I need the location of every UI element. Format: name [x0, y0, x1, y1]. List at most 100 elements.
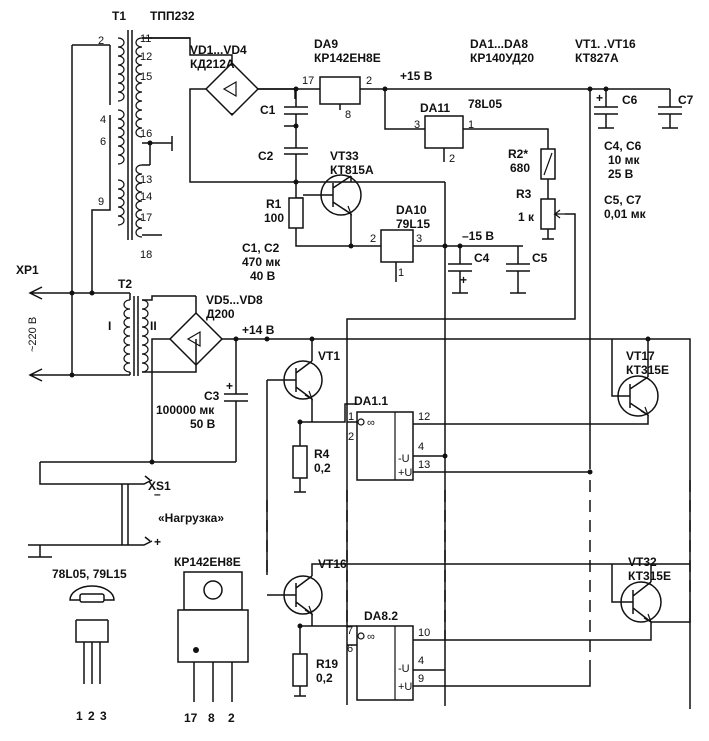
- capacitor-c3: + C3 100000 мк 50 В: [156, 339, 248, 462]
- pkg1-pin-1: 1: [76, 709, 83, 723]
- c46-note-2: 10 мк: [608, 153, 641, 167]
- c3-voltage: 50 В: [190, 417, 216, 431]
- vt1-16-label: VT1. .VT16: [575, 37, 636, 51]
- xp1-label: XP1: [16, 263, 39, 277]
- pkg1-pin-3: 3: [100, 709, 107, 723]
- bridge1-type: КД212А: [190, 57, 235, 71]
- c4-label: C4: [474, 251, 490, 265]
- resistor-r1: R1 100: [264, 197, 304, 229]
- plus14-label: +14 В: [242, 323, 275, 337]
- da9-pin-17: 17: [302, 75, 314, 87]
- r2-value: 680: [510, 161, 530, 175]
- bridge2-type: Д200: [206, 307, 235, 321]
- t1-pin-18: 18: [140, 249, 152, 261]
- resistor-r19: R19 0,2: [292, 653, 338, 687]
- da1-1-plus: +U: [398, 467, 412, 479]
- bridge-vd1-vd4: VD1...VD4 КД212А: [190, 43, 260, 117]
- opamp-da1-1: DA1.1 ∞ 1 2 12 4 13 -U +U: [348, 394, 430, 481]
- t1-pin-9: 9: [98, 196, 104, 208]
- pkg2-pin-2: 2: [228, 711, 235, 725]
- t2-label: T2: [118, 277, 132, 291]
- da8-2-pin-7: 7: [347, 625, 353, 637]
- capacitor-c2: C2: [258, 149, 274, 163]
- da1-1-pin-1: 1: [348, 411, 354, 423]
- t1-pin-15: 15: [140, 71, 152, 83]
- pkg1-pin-2: 2: [88, 709, 95, 723]
- t1-type: ТПП232: [150, 9, 195, 23]
- r3-label: R3: [516, 187, 532, 201]
- vt33-type: КТ815А: [330, 163, 374, 177]
- package-to220: КР142ЕН8Е 17 8 2: [174, 555, 249, 725]
- da1-1-pin-12: 12: [418, 411, 430, 423]
- minus15-label: –15 В: [462, 229, 494, 243]
- r1-value: 100: [264, 211, 284, 225]
- plus-mark-c6: +: [596, 91, 603, 105]
- r19-value: 0,2: [316, 671, 333, 685]
- transformer-t2: T2 I II: [108, 277, 157, 376]
- da10-type: 79L15: [396, 217, 430, 231]
- regulator-da11: DA11 78L05 3 1 2: [414, 97, 502, 165]
- c12-note-3: 40 В: [250, 269, 276, 283]
- potentiometer-r3: R3 1 к: [516, 187, 565, 230]
- c46-note-3: 25 В: [608, 167, 634, 181]
- c46-note-1: C4, C6: [604, 139, 642, 153]
- package-to92: 78L05, 79L15 1 2 3: [52, 567, 127, 723]
- c12-note-2: 470 мк: [242, 255, 281, 269]
- transistor-vt32: VT32 КТ315Е: [620, 555, 671, 624]
- c2-label: C2: [258, 149, 274, 163]
- regulator-da9: DA9 КР142ЕН8Е 17 2 8: [302, 37, 381, 121]
- capacitor-c5: C5: [506, 246, 548, 294]
- c7-label: C7: [678, 93, 694, 107]
- da8-2-inf: ∞: [367, 631, 375, 643]
- t2-winding-1: I: [108, 319, 111, 333]
- t1-pin-17: 17: [140, 212, 152, 224]
- t1-pin-6: 6: [100, 136, 106, 148]
- da8-2-pin-10: 10: [418, 627, 430, 639]
- t1-pin-11: 11: [140, 33, 151, 45]
- bridge2-label: VD5...VD8: [206, 293, 263, 307]
- da11-label: DA11: [420, 101, 450, 115]
- r1-label: R1: [266, 197, 282, 211]
- socket-xs1: XS1 – + «Нагрузка»: [121, 475, 224, 549]
- da11-type: 78L05: [468, 97, 502, 111]
- transistor-vt1: VT1: [267, 349, 340, 401]
- pkg1-title: 78L05, 79L15: [52, 567, 127, 581]
- transistor-vt17: VT17 КТ315Е: [617, 349, 669, 417]
- da1-1-inf: ∞: [367, 417, 375, 429]
- c5-label: C5: [532, 251, 548, 265]
- bridge-vd5-vd8: VD5...VD8 Д200: [168, 293, 263, 367]
- vt1-label: VT1: [318, 349, 340, 363]
- pkg2-title: КР142ЕН8Е: [174, 555, 241, 569]
- pkg2-pin-17: 17: [184, 711, 198, 725]
- load-label: «Нагрузка»: [158, 511, 224, 525]
- transformer-t1: T1 ТПП232 2 11 12 15 4 6 9 16 13 14 17 1…: [98, 9, 195, 261]
- vt17-label: VT17: [626, 349, 655, 363]
- t1-pin-4: 4: [100, 114, 106, 126]
- da8-2-pin-9: 9: [418, 673, 424, 685]
- da8-2-minus: -U: [398, 663, 410, 675]
- t2-winding-2: II: [150, 319, 157, 333]
- da8-2-label: DA8.2: [364, 609, 398, 623]
- c6-label: C6: [622, 93, 638, 107]
- r4-label: R4: [314, 447, 330, 461]
- xs1-plus: +: [154, 535, 161, 549]
- c1-label: C1: [260, 103, 276, 117]
- da1-8-type: КР140УД20: [470, 51, 534, 65]
- t1-pin-14: 14: [140, 191, 152, 203]
- da10-label: DA10: [396, 203, 427, 217]
- vt33-label: VT33: [330, 149, 359, 163]
- bridge1-label: VD1...VD4: [190, 43, 247, 57]
- vt32-label: VT32: [628, 555, 657, 569]
- da1-1-pin-2: 2: [348, 431, 354, 443]
- t1-pin-16: 16: [140, 128, 152, 140]
- mains-label: ~220 В: [27, 317, 39, 352]
- da1-1-pin-4: 4: [418, 441, 424, 453]
- c3-value: 100000 мк: [156, 403, 215, 417]
- plus15-label: +15 В: [400, 69, 433, 83]
- capacitor-c1: C1: [260, 89, 308, 126]
- da11-pin-3: 3: [414, 119, 420, 131]
- t1-pin-2: 2: [98, 35, 104, 47]
- r4-value: 0,2: [314, 461, 331, 475]
